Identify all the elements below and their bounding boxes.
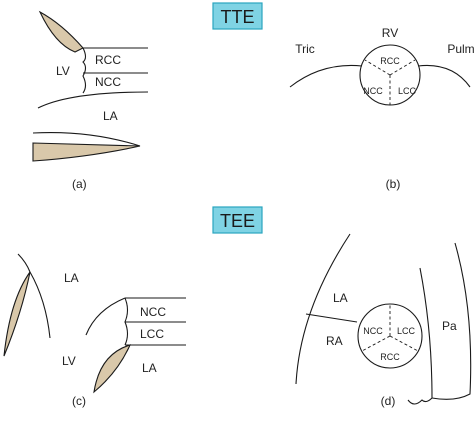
panel-d-commissure-left <box>361 335 391 352</box>
panel-b-rv-label: RV <box>382 26 398 40</box>
panel-b-pulm-label: Pulm <box>447 42 474 56</box>
panel-c-lcc-label: LCC <box>140 327 164 341</box>
panel-d-left-wall <box>295 233 351 385</box>
panel-b-tricuspid-curve <box>289 64 363 88</box>
tte-header-label: TTE <box>221 7 255 27</box>
panel-d-caption: (d) <box>381 394 396 408</box>
panel-b-rcc-label: RCC <box>380 56 400 66</box>
panel-c-ncc-label: NCC <box>140 305 166 319</box>
panel-a-cusp-brace <box>82 47 87 94</box>
panel-b-commissure-left <box>364 59 391 76</box>
panel-d-ncc-label: NCC <box>363 326 383 336</box>
panel-d-la-label: LA <box>333 291 348 305</box>
panel-c-right-wall <box>29 271 51 339</box>
panel-a-lower-leaflet <box>32 142 141 162</box>
panel-a-caption: (a) <box>72 177 87 191</box>
panel-a-ncc-label: NCC <box>95 75 121 89</box>
panel-d-pa-label: Pa <box>442 319 457 333</box>
tee-header-box <box>212 206 263 234</box>
panel-c-lv-label: LV <box>62 354 76 368</box>
panel-d-rcc-label: RCC <box>380 352 400 362</box>
panel-c-caption: (c) <box>72 394 86 408</box>
panel-a-lv-label: LV <box>56 64 70 78</box>
panel-b-caption: (b) <box>386 177 401 191</box>
panel-a: LV RCC NCC LA (a) <box>32 10 149 191</box>
panel-b-ncc-label: NCC <box>363 86 383 96</box>
tee-header: TEE <box>212 206 263 234</box>
panel-a-upper-leaflet <box>38 10 84 53</box>
panel-d-lcc-label: LCC <box>397 326 416 336</box>
panel-d: LA RA Pa NCC LCC RCC (d) <box>295 233 472 408</box>
panel-d-aortic-valve <box>357 303 423 369</box>
panel-d-ra-label: RA <box>326 334 343 348</box>
tte-header: TTE <box>212 2 263 30</box>
panel-a-lower-line <box>32 131 141 147</box>
panel-b-pulmonic-curve <box>417 64 471 88</box>
panel-b: RV Tric Pulm RCC NCC LCC (b) <box>289 26 475 191</box>
panel-c: LA LV NCC LCC LA (c) <box>3 253 186 408</box>
panel-c-la-bottom-label: LA <box>142 361 157 375</box>
panel-b-lcc-label: LCC <box>398 86 417 96</box>
panel-c-lower-wall <box>85 297 126 336</box>
panel-d-septum <box>305 313 358 323</box>
tee-header-label: TEE <box>220 211 255 231</box>
panel-c-upper-stub <box>17 253 31 273</box>
panel-a-la-label: LA <box>103 109 118 123</box>
panel-b-tric-label: Tric <box>295 42 315 56</box>
panel-a-lower-wall <box>37 91 149 109</box>
panel-d-pa-inner-wall <box>407 267 433 405</box>
panel-d-commissure-right <box>389 335 419 352</box>
tte-header-box <box>212 2 263 30</box>
panel-c-left-leaflet <box>3 271 31 357</box>
panel-b-commissure-right <box>389 59 416 76</box>
panel-c-lower-leaflet <box>93 344 131 394</box>
panel-d-pa-outer-wall <box>431 242 472 400</box>
panel-c-la-top-label: LA <box>64 271 79 285</box>
panel-a-rcc-label: RCC <box>95 53 121 67</box>
